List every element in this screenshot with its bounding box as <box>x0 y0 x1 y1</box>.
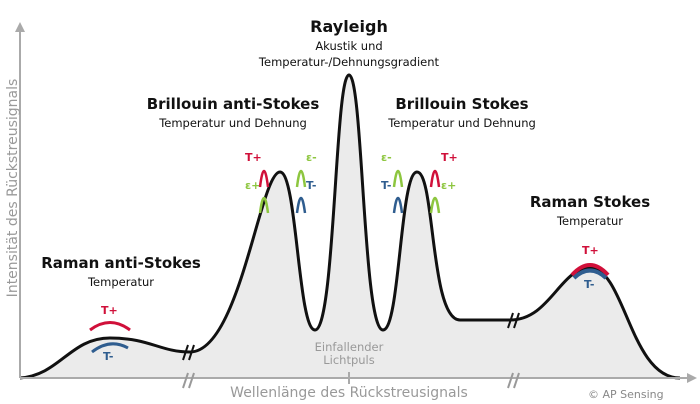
x-axis-arrow <box>687 373 697 383</box>
x-axis-label: Wellenlänge des Rückstreusignals <box>230 385 468 401</box>
spectrum-curve <box>19 73 681 380</box>
raman-anti-tplus-label: T+ <box>101 304 118 317</box>
bs-tplus-label: T+ <box>441 151 458 164</box>
curve-breaks <box>182 312 520 361</box>
raman-anti-tminus-arc <box>91 342 129 354</box>
raman-anti-stokes-title: Raman anti-Stokes <box>41 254 201 272</box>
raman-anti-tminus-label: T- <box>103 350 114 363</box>
bs-eplus-label: ε+ <box>441 179 457 192</box>
raman-stokes-tplus-arc <box>570 263 610 277</box>
raman-stokes-tminus-arc <box>572 268 608 280</box>
rayleigh-title: Rayleigh <box>310 17 388 36</box>
brillouin-shift-icons <box>258 169 441 214</box>
brillouin-stokes-title: Brillouin Stokes <box>395 95 529 113</box>
rayleigh-line1: Akustik und <box>315 39 383 53</box>
bs-eminus-label: ε- <box>381 151 392 164</box>
brillouin-anti-stokes-sub: Temperatur und Dehnung <box>159 116 307 130</box>
y-axis-label: Intensität des Rückstreusignals <box>5 78 21 298</box>
raman-stokes-tplus-label: T+ <box>582 244 599 257</box>
axis-breaks <box>182 372 520 389</box>
raman-anti-stokes-sub: Temperatur <box>87 275 155 289</box>
rayleigh-line2: Temperatur-/Dehnungsgradient <box>258 55 440 69</box>
raman-stokes-title: Raman Stokes <box>529 193 651 211</box>
brillouin-anti-stokes-title: Brillouin anti-Stokes <box>146 95 320 113</box>
bs-tminus-label: T- <box>381 179 392 192</box>
raman-stokes-sub: Temperatur <box>556 214 624 228</box>
copyright: © AP Sensing <box>588 388 664 401</box>
brillouin-stokes-sub: Temperatur und Dehnung <box>388 116 536 130</box>
ba-eplus-label: ε+ <box>245 179 261 192</box>
y-axis-arrow <box>15 22 25 32</box>
incident-line1: Einfallender <box>314 340 384 354</box>
raman-stokes-tminus-label: T- <box>584 278 595 291</box>
spectrum-fill <box>20 75 680 378</box>
ba-tplus-label: T+ <box>245 151 262 164</box>
incident-line2: Lichtpuls <box>323 353 375 367</box>
incident-pulse-label: Einfallender Lichtpuls <box>299 341 399 367</box>
ba-eminus-label: ε- <box>306 151 317 164</box>
raman-anti-tplus-arc <box>89 321 131 332</box>
ba-tminus-label: T- <box>306 179 317 192</box>
